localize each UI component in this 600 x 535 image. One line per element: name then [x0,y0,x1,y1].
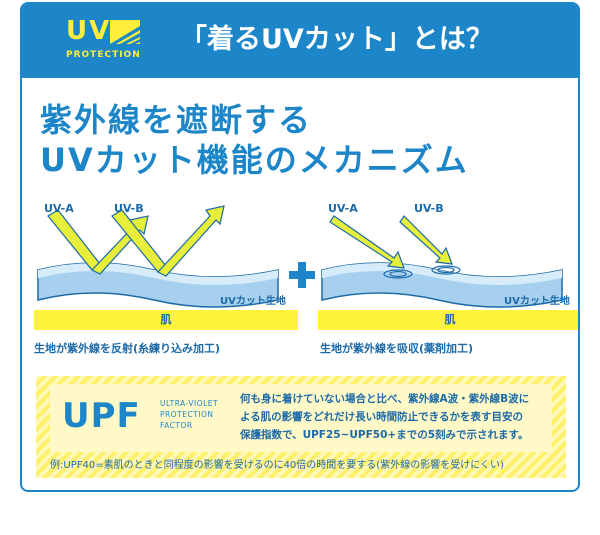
upf-desc-line3: 保護指数で、UPF25~UPF50+までの5刻みで示されます。 [240,429,529,441]
absorption-caption: 生地が紫外線を吸収(薬剤加工) [320,342,474,355]
uv-protection-logo: UV PROTECTION [66,16,166,66]
upf-desc-line2: よる肌の影響をどれだけ長い時間防止できるかを表す目安の [240,411,523,423]
fabric-label: UVカット生地 [504,296,570,307]
upf-acronym-line1: ULTRA-VIOLET [160,399,219,408]
logo-uv-text: UV [66,16,112,46]
upf-inner-panel [50,384,552,452]
upf-description: 何も身に着けていない場合と比べ、紫外線A波・紫外線B波に よる肌の影響をどれだけ… [240,390,570,444]
upf-heading: UPF [62,396,141,436]
absorption-diagram: UV-A UV-B UVカット生地 肌 [318,196,578,336]
uva-label: UV-A [44,202,74,215]
uv-info-card: UV PROTECTION 「着るUVカット」とは？ 紫外線を遮断する UVカッ… [20,2,580,492]
main-title-line1: 紫外線を遮断する [40,101,313,139]
absorption-illustration [321,215,563,308]
skin-layer: 肌 [34,310,298,330]
plus-icon [289,262,315,288]
reflection-caption: 生地が紫外線を反射(糸練り込み加工) [34,342,221,355]
uvb-label: UV-B [114,202,144,215]
header-banner: UV PROTECTION 「着るUVカット」とは？ [22,4,578,78]
main-title: 紫外線を遮断する UVカット機能のメカニズム [40,100,469,180]
reflection-illustration [37,205,279,308]
upf-acronym-line3: FACTOR [160,421,193,430]
reflection-diagram: UV-A UV-B UVカット生地 肌 [34,196,298,336]
header-title: 「着るUVカット」とは？ [180,24,493,55]
upf-example: 例:UPF40=素肌のときと同程度の影響を受けるのに40倍の時間を要する(紫外線… [50,460,504,471]
upf-info-box: UPF ULTRA-VIOLET PROTECTION FACTOR 何も身に着… [36,376,566,478]
sun-rays-icon [110,20,140,44]
upf-acronym: ULTRA-VIOLET PROTECTION FACTOR [160,398,218,431]
skin-layer: 肌 [318,310,578,330]
upf-desc-line1: 何も身に着けていない場合と比べ、紫外線A波・紫外線B波に [240,393,530,405]
upf-acronym-line2: PROTECTION [160,410,214,419]
uvb-label: UV-B [414,202,444,215]
uva-label: UV-A [328,202,358,215]
fabric-label: UVカット生地 [220,296,286,307]
main-title-line2: UVカット機能のメカニズム [40,141,469,179]
logo-protection-text: PROTECTION [66,50,141,60]
